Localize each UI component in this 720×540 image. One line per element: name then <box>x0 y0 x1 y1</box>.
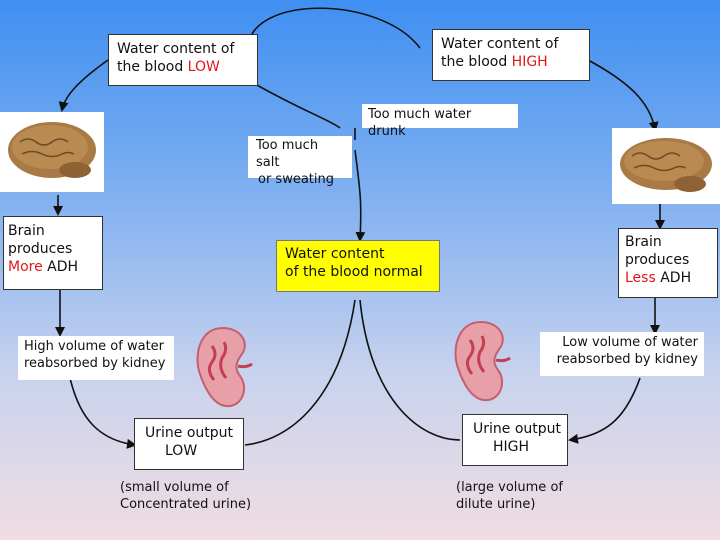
arrow-low-to-brain <box>58 59 109 112</box>
brain-image-left <box>0 112 104 192</box>
water-high-line2: the blood HIGH <box>441 53 581 71</box>
brain-less-suffix: ADH <box>655 270 692 287</box>
brain-less-line1: Brain <box>625 234 662 250</box>
normal-box: Water content of the blood normal <box>276 240 440 292</box>
arrow-high-to-brain <box>587 59 659 132</box>
urine-low-box: Urine output LOW <box>134 418 244 470</box>
brain-more-line1: Brain <box>8 223 45 239</box>
arrow-salt-to-normal <box>354 149 366 242</box>
urine-high-line2: HIGH <box>493 439 530 456</box>
urine-low-line1: Urine output <box>145 425 234 441</box>
arrow-high-to-low <box>243 7 421 50</box>
water-low-highlight: LOW <box>187 59 220 76</box>
brain-more-highlight: More <box>8 259 43 276</box>
water-low-line1: Water content of <box>117 41 235 57</box>
water-high-prefix: the blood <box>441 54 512 71</box>
brain-less-highlight: Less <box>625 270 656 287</box>
water-low-line2: the blood LOW <box>117 58 249 76</box>
urine-high-box: Urine output HIGH <box>462 414 568 466</box>
too-much-water-box: Too much water drunk <box>362 104 518 139</box>
kidney-image-left <box>196 326 253 408</box>
brain-image-right <box>612 128 720 204</box>
high-reabsorb-line1: High volume of water <box>24 339 165 354</box>
water-high-box: Water content of the blood HIGH <box>432 29 590 81</box>
urine-low-line2: LOW <box>165 443 198 460</box>
high-reabsorb-box: High volume of water reabsorbed by kidne… <box>18 336 174 380</box>
low-reabsorb-box: Low volume of water reabsorbed by kidney <box>540 332 704 376</box>
large-volume-line1: (large volume of <box>456 480 563 495</box>
water-low-box: Water content of the blood LOW <box>108 34 258 86</box>
salt-sweat-line1: Too much salt <box>256 138 319 170</box>
low-reabsorb-line2: reabsorbed by kidney <box>556 351 698 367</box>
arrow-high-to-urine-low <box>69 377 137 449</box>
salt-sweat-box: Too much salt or sweating <box>248 136 352 187</box>
water-low-prefix: the blood <box>117 59 188 76</box>
brain-more-line3: More ADH <box>8 258 98 276</box>
small-volume-note: (small volume of Concentrated urine) <box>120 480 251 514</box>
brain-less-box: Brain produces Less ADH <box>618 228 718 298</box>
large-volume-note: (large volume of dilute urine) <box>456 480 563 514</box>
arrow-urine-high-to-normal <box>359 299 461 441</box>
brain-less-line2: produces <box>625 252 690 269</box>
urine-high-line1: Urine output <box>473 421 562 437</box>
arrow-urine-low-to-normal <box>244 299 356 446</box>
brain-more-suffix: ADH <box>42 259 79 276</box>
normal-line2: of the blood normal <box>285 264 423 281</box>
large-volume-line2: dilute urine) <box>456 496 536 512</box>
water-high-highlight: HIGH <box>511 54 548 71</box>
kidney-image-right <box>454 320 511 402</box>
brain-more-line2: produces <box>8 241 73 258</box>
small-volume-line1: (small volume of <box>120 480 229 495</box>
salt-sweat-line2: or sweating <box>258 171 335 187</box>
high-reabsorb-line2: reabsorbed by kidney <box>24 355 166 371</box>
normal-line1: Water content <box>285 246 385 262</box>
low-reabsorb-line1: Low volume of water <box>562 335 698 350</box>
arrow-low-to-urine-high <box>568 377 641 444</box>
small-volume-line2: Concentrated urine) <box>120 496 252 512</box>
brain-less-line3: Less ADH <box>625 269 711 287</box>
arrow-low-center <box>247 79 341 129</box>
brain-more-box: Brain produces More ADH <box>3 216 103 290</box>
water-high-line1: Water content of <box>441 36 559 52</box>
